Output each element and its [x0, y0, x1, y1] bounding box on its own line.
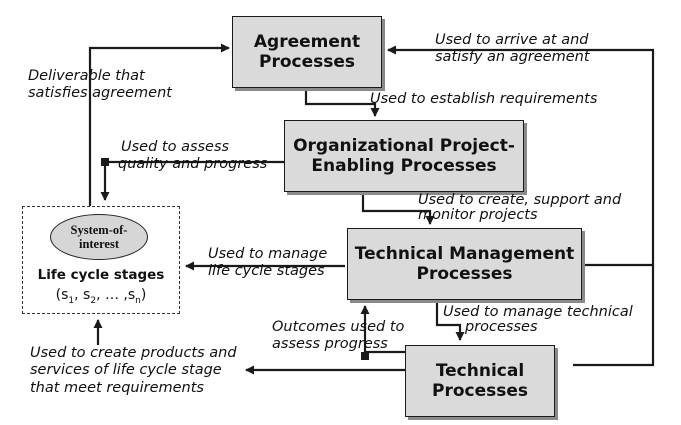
technical-processes-box: Technical Processes [405, 345, 555, 417]
label-manage-stages: Used to manage life cycle stages [208, 246, 328, 280]
box-line: Technical [435, 360, 525, 381]
label-create-support: Used to create, support and monitor proj… [418, 192, 622, 223]
arrow-right-bus [387, 45, 655, 367]
org-project-enabling-box: Organizational Project- Enabling Process… [284, 120, 524, 192]
stage-sequence: (s1, s2, … ,sn) [55, 287, 147, 306]
label-manage-technical: Used to manage technical processes [443, 304, 633, 335]
arrow-establish [304, 90, 380, 117]
arrow-create-support [361, 190, 435, 225]
arrow-deliverable [88, 43, 230, 206]
box-line: Agreement [253, 31, 361, 52]
soi-title-line: System-of- [70, 222, 128, 237]
arrow-manage-technical [435, 300, 465, 341]
label-establish-requirements: Used to establish requirements [370, 91, 598, 107]
box-line: Organizational Project- [293, 135, 515, 156]
connector-square [101, 158, 109, 166]
soi-title-line: interest [78, 237, 120, 251]
box-line: Enabling Processes [311, 156, 497, 176]
label-arrive-agreement: Used to arrive at and satisfy an agreeme… [435, 32, 590, 66]
label-outcomes: Outcomes used to assess progress [272, 319, 405, 353]
agreement-processes-box: Agreement Processes [232, 16, 382, 88]
technical-management-box: Technical Management Processes [347, 228, 582, 300]
label-deliverable: Deliverable that satisfies agreement [28, 68, 172, 102]
system-of-interest-ellipse: System-of- interest [50, 214, 148, 260]
box-line: Processes [431, 381, 528, 401]
label-assess-quality: Used to assess quality and progress [118, 139, 268, 173]
box-line: Processes [258, 52, 355, 72]
box-line: Processes [416, 264, 513, 284]
box-line: Technical Management [354, 243, 575, 264]
label-create-products: Used to create products and services of … [30, 345, 237, 396]
system-of-interest-box: System-of- interest Life cycle stages (s… [22, 206, 180, 314]
life-cycle-stages-label: Life cycle stages [37, 267, 165, 283]
connector-square [361, 352, 369, 360]
